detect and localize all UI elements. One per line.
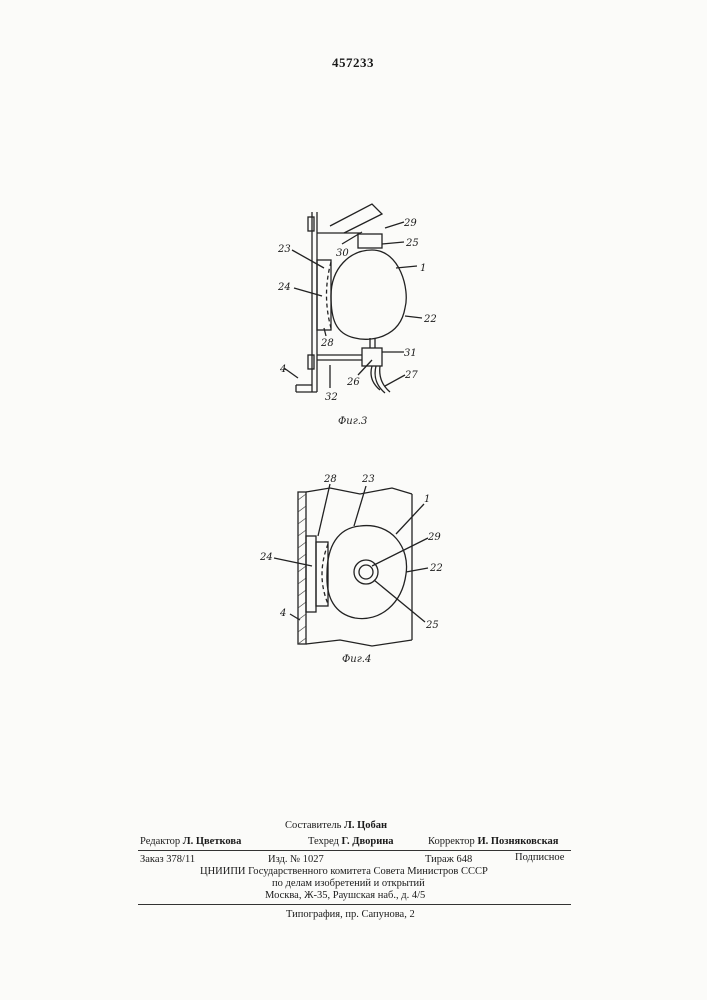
fig4-label-25: 25 [425, 620, 439, 631]
fig4-label-29: 29 [427, 532, 441, 543]
techred-line: Техред Г. Дворина [308, 836, 394, 847]
order-number: Заказ 378/11 [140, 854, 195, 865]
editor-line: Редактор Л. Цветкова [140, 836, 241, 847]
org-line-2: по делам изобретений и открытий [272, 878, 425, 889]
corrector-name: И. Позняковская [477, 836, 558, 847]
compiler-line: Составитель Л. Цобан [285, 820, 387, 831]
imprint-divider-top [138, 850, 571, 851]
fig4-caption: Фиг.4 [342, 654, 371, 665]
techred-name: Г. Дворина [342, 836, 394, 847]
imprint-divider-bottom [138, 904, 571, 905]
fig4-label-24: 24 [259, 552, 273, 563]
panel-break-top [306, 488, 412, 494]
fig4-label-23: 23 [361, 474, 375, 485]
edition-number: Изд. № 1027 [268, 854, 324, 865]
editor-name: Л. Цветкова [183, 836, 242, 847]
printing-house: Типография, пр. Сапунова, 2 [286, 909, 415, 920]
panel-break-bottom [306, 640, 412, 646]
circulation: Тираж 648 [425, 854, 472, 865]
compiler-name: Л. Цобан [344, 820, 387, 831]
bulb-1 [327, 526, 407, 619]
wall-plate-4 [298, 492, 306, 644]
address-line: Москва, Ж-35, Раушская наб., д. 4/5 [265, 890, 425, 901]
subscription-note: Подписное [515, 852, 564, 863]
bracket-28 [306, 536, 316, 612]
wall-plate-hatching [298, 494, 306, 644]
fig4-label-28: 28 [323, 474, 337, 485]
fig4-label-1: 1 [424, 494, 430, 505]
org-line-1: ЦНИИПИ Государственного комитета Совета … [200, 866, 488, 877]
editor-role: Редактор [140, 836, 180, 847]
fig4-label-22: 22 [429, 563, 443, 574]
corrector-role: Корректор [428, 836, 475, 847]
compiler-role: Составитель [285, 820, 341, 831]
corrector-line: Корректор И. Позняковская [428, 836, 558, 847]
fitting-29 [359, 565, 373, 579]
techred-role: Техред [308, 836, 339, 847]
fig4-label-4: 4 [279, 608, 286, 619]
